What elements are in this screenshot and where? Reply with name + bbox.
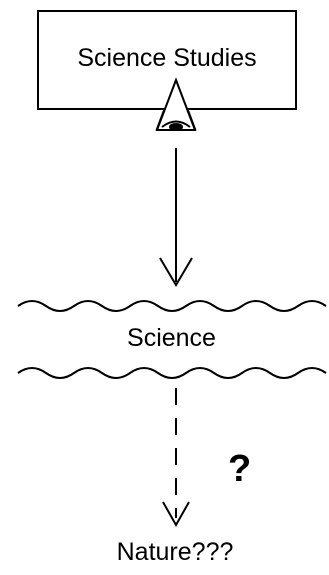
science-label: Science: [127, 324, 216, 352]
dashed-arrow: [162, 388, 190, 528]
nature-label: Nature???: [116, 538, 234, 566]
dashed-arrow-head: [162, 501, 190, 528]
eye-pupil: [169, 123, 183, 131]
science-studies-label: Science Studies: [77, 44, 257, 72]
solid-arrow: [159, 148, 193, 287]
band-top-wave: [17, 300, 327, 312]
solid-arrow-head: [159, 257, 193, 287]
band-bottom-wave: [17, 367, 327, 379]
question-mark: ?: [228, 448, 252, 490]
science-studies-box: Science Studies: [37, 10, 297, 110]
